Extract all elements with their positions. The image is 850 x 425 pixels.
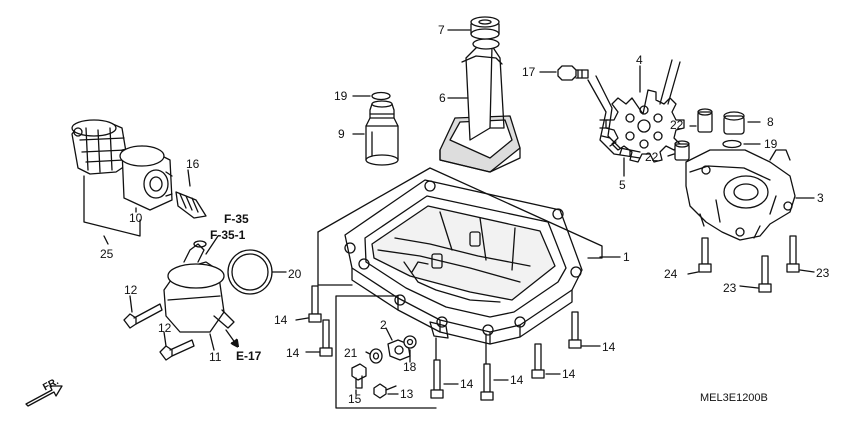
filter-cover <box>71 119 129 175</box>
oil-cooler <box>163 240 235 333</box>
dowel-pins <box>674 108 745 161</box>
callout-22-upper: 22 <box>670 118 684 132</box>
callout-14-e: 14 <box>460 377 474 391</box>
oil-pump-sprocket <box>605 89 685 163</box>
direction-arrow <box>25 385 63 407</box>
callout-19-lower: 19 <box>764 137 778 151</box>
diagram-code: MEL3E1200B <box>700 392 768 404</box>
callout-7: 7 <box>438 23 445 37</box>
callout-17: 17 <box>522 65 536 79</box>
pump-bolts <box>698 235 800 293</box>
callout-5: 5 <box>619 178 626 192</box>
callout-18: 18 <box>403 360 417 374</box>
callout-11: 11 <box>209 350 222 364</box>
callout-24: 24 <box>664 267 678 281</box>
oil-pump-chain <box>587 59 681 159</box>
callout-20: 20 <box>288 267 302 281</box>
callout-14-a: 14 <box>274 313 288 327</box>
callout-25: 25 <box>100 247 114 261</box>
oil-strainer <box>439 38 521 173</box>
o-ring-19-lower <box>722 139 742 149</box>
callout-13: 13 <box>400 387 414 401</box>
callout-12-lower: 12 <box>158 321 172 335</box>
callout-10: 10 <box>129 211 143 225</box>
sprocket-bolt <box>557 65 589 81</box>
strainer-seal <box>470 16 500 40</box>
callout-14-f: 14 <box>510 373 524 387</box>
cooler-gasket <box>227 249 273 295</box>
callout-6: 6 <box>439 91 446 105</box>
callout-box-1 <box>317 167 603 259</box>
callout-14-c: 14 <box>602 340 616 354</box>
callout-8: 8 <box>767 115 774 129</box>
callout-4: 4 <box>636 53 643 67</box>
filter-bolt <box>175 191 207 219</box>
callout-19-upper: 19 <box>334 89 348 103</box>
callout-23-left: 23 <box>723 281 737 295</box>
reference-e-17: E-17 <box>236 349 262 363</box>
callout-12-upper: 12 <box>124 283 138 297</box>
reference-f-35-1: F-35-1 <box>210 228 246 242</box>
o-ring-19-upper <box>371 91 391 101</box>
drain-group-box <box>335 295 487 409</box>
callout-23-right: 23 <box>816 266 830 280</box>
callout-3: 3 <box>817 191 824 205</box>
callout-1: 1 <box>623 250 630 264</box>
callout-15: 15 <box>348 392 362 406</box>
callout-2: 2 <box>380 318 387 332</box>
callout-16: 16 <box>186 157 200 171</box>
cooler-bolts <box>123 303 195 361</box>
callout-14-b: 14 <box>286 346 300 360</box>
reference-f-35: F-35 <box>224 212 249 226</box>
pan-bolts <box>308 285 582 401</box>
relief-valve <box>365 100 399 166</box>
oil-pan <box>344 179 583 345</box>
callout-14-d: 14 <box>562 367 576 381</box>
oil-pump <box>685 149 796 241</box>
oil-filter <box>119 145 173 211</box>
callout-22-lower: 22 <box>645 150 659 164</box>
callout-21: 21 <box>344 346 358 360</box>
callout-9: 9 <box>338 127 345 141</box>
